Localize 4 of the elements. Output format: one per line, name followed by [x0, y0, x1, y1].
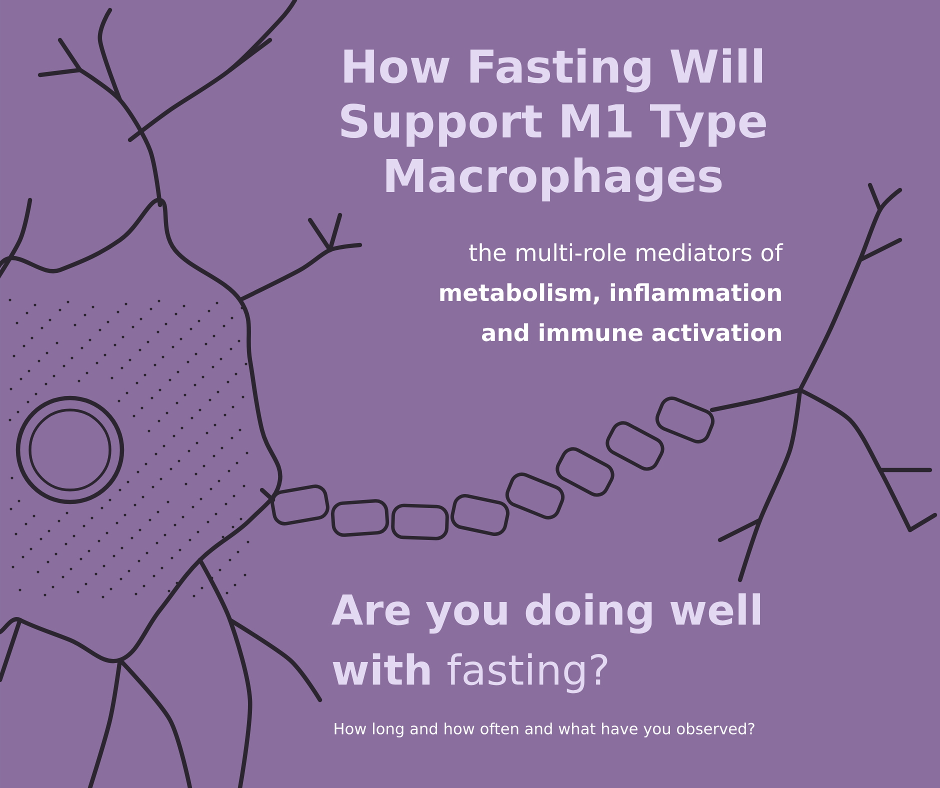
title: How Fasting Will Support M1 Type Macrophages — [341, 48, 766, 202]
question: Are you doing well with fasting? — [331, 593, 760, 694]
subtitle: the multi-role mediators of metabolism, inflammation and immune activation — [440, 243, 784, 342]
prompt-text: How long and how often and what have you observed? — [334, 722, 754, 738]
